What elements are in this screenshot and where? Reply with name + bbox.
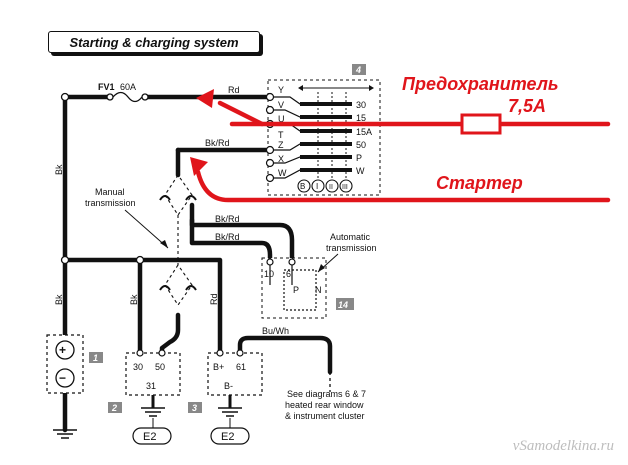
badge-2-text: 2 bbox=[111, 403, 117, 413]
ground-starter bbox=[141, 407, 165, 417]
note-manual-2: transmission bbox=[85, 198, 136, 208]
label-bk-rd-2: Bk/Rd bbox=[215, 214, 240, 224]
switch-term-w: W bbox=[278, 168, 287, 178]
wire-rd-alternator bbox=[62, 257, 223, 356]
inhibitor-term-10: 10 bbox=[264, 269, 274, 279]
switch-term-30: 30 bbox=[356, 100, 366, 110]
red-fuse-symbol bbox=[460, 113, 502, 135]
note-manual-1: Manual bbox=[95, 187, 125, 197]
badge-1-text: 1 bbox=[93, 353, 98, 363]
ground-alternator bbox=[218, 407, 242, 417]
badge-14 bbox=[336, 298, 354, 310]
fuse-fv1 bbox=[106, 91, 149, 103]
note-auto-1: Automatic bbox=[330, 232, 371, 242]
note-see-2: heated rear window bbox=[285, 400, 364, 410]
diagram-title: Starting & charging system bbox=[69, 34, 239, 50]
switch-term-t: T bbox=[278, 130, 284, 140]
wire-starter-50 bbox=[159, 312, 181, 356]
ground-battery bbox=[53, 429, 77, 439]
badge-4 bbox=[352, 64, 366, 75]
inhibitor-pos-p: P bbox=[293, 285, 299, 295]
badge-4-text: 4 bbox=[355, 65, 361, 75]
badge-2 bbox=[108, 402, 122, 413]
starter-term-31: 31 bbox=[146, 381, 156, 391]
label-rd-mid: Rd bbox=[209, 293, 219, 305]
inhibitor-term-6: 6 bbox=[286, 269, 291, 279]
note-manual-pointer bbox=[124, 209, 169, 249]
alternator-term-bminus: B- bbox=[224, 381, 233, 391]
switch-pos-iii: III bbox=[342, 184, 348, 191]
label-bu-wh: Bu/Wh bbox=[262, 326, 289, 336]
label-bk-left: Bk bbox=[54, 164, 64, 175]
red-wire-starter bbox=[195, 169, 611, 203]
fuse-name: FV1 bbox=[98, 82, 115, 92]
switch-term-z: Z bbox=[278, 140, 284, 150]
alternator-term-bplus: B+ bbox=[213, 362, 224, 372]
starter-motor bbox=[125, 349, 181, 408]
switch-term-50: 50 bbox=[356, 140, 366, 150]
badge-14-text: 14 bbox=[338, 300, 348, 310]
note-see-1: See diagrams 6 & 7 bbox=[287, 389, 366, 399]
starter-term-30: 30 bbox=[133, 362, 143, 372]
ignition-switch bbox=[267, 79, 381, 196]
fuse-rating: 60A bbox=[120, 82, 136, 92]
label-bk-rd-3: Bk/Rd bbox=[215, 232, 240, 242]
red-wire-15a-tap bbox=[217, 100, 265, 127]
note-see-3: & instrument cluster bbox=[285, 411, 365, 421]
switch-term-p: P bbox=[356, 153, 362, 163]
label-fuse-ru: Предохранитель bbox=[402, 74, 559, 94]
switch-pos-i: I bbox=[316, 182, 318, 191]
starter-ground-label: E2 bbox=[143, 431, 156, 443]
label-bk-rd-1: Bk/Rd bbox=[205, 138, 230, 148]
manual-crossing bbox=[159, 195, 171, 201]
alternator-ground-tag bbox=[210, 427, 250, 445]
note-auto-2: transmission bbox=[326, 243, 377, 253]
switch-term-u: U bbox=[278, 114, 285, 124]
inhibitor-pos-n: N bbox=[315, 285, 322, 295]
switch-pos-ii: II bbox=[329, 184, 333, 191]
label-rd-top: Rd bbox=[228, 85, 240, 95]
switch-term-15a: 15A bbox=[356, 127, 372, 137]
wire-bu-wh bbox=[237, 335, 333, 375]
alternator-ground-label: E2 bbox=[221, 431, 234, 443]
junction-dot bbox=[60, 92, 70, 102]
badge-3 bbox=[188, 402, 202, 413]
manual-link-bottom bbox=[164, 264, 193, 306]
badge-1 bbox=[89, 352, 103, 363]
wire-bk-rd-3 bbox=[189, 217, 273, 265]
label-fuse-value: 7,5А bbox=[508, 96, 547, 116]
alternator bbox=[207, 349, 263, 408]
battery-plus: + bbox=[59, 343, 66, 357]
label-bk-left-lower: Bk bbox=[54, 294, 64, 305]
starter-ground-tag bbox=[132, 427, 172, 445]
switch-term-v: V bbox=[278, 100, 284, 110]
label-starter-ru: Стартер bbox=[436, 173, 523, 193]
inhibitor-switch bbox=[261, 257, 327, 319]
battery-minus: − bbox=[59, 371, 66, 385]
switch-term-y: Y bbox=[278, 85, 284, 95]
switch-term-15: 15 bbox=[356, 113, 366, 123]
red-arrow-rd bbox=[196, 89, 214, 108]
watermark: vSamodelkina.ru bbox=[512, 438, 614, 454]
switch-pos-b: B bbox=[300, 182, 305, 191]
wire-bk-rd-2 bbox=[189, 202, 295, 265]
label-bk-mid: Bk bbox=[129, 294, 139, 305]
diagram-title-box: Starting & charging system bbox=[48, 31, 260, 53]
badge-3-text: 3 bbox=[192, 403, 197, 413]
starter-term-50: 50 bbox=[155, 362, 165, 372]
battery bbox=[46, 334, 84, 394]
switch-term-x: X bbox=[278, 154, 284, 164]
manual-link-top bbox=[164, 174, 193, 216]
junction-dot bbox=[60, 255, 70, 265]
red-arrow-starter bbox=[190, 157, 208, 176]
switch-term-w-out: W bbox=[356, 166, 365, 176]
alternator-term-61: 61 bbox=[236, 362, 246, 372]
